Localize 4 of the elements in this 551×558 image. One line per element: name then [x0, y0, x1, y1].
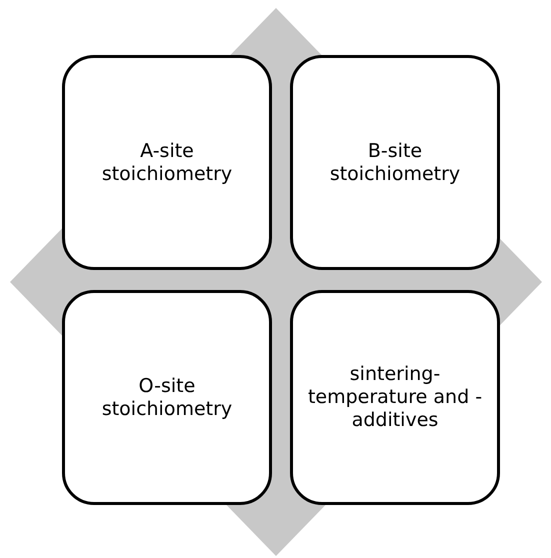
node-label: O-site stoichiometry — [100, 374, 234, 420]
node-label: sintering- temperature and -additives — [307, 363, 483, 432]
node-label: B-site stoichiometry — [328, 140, 462, 186]
node-label: A-site stoichiometry — [100, 140, 234, 186]
